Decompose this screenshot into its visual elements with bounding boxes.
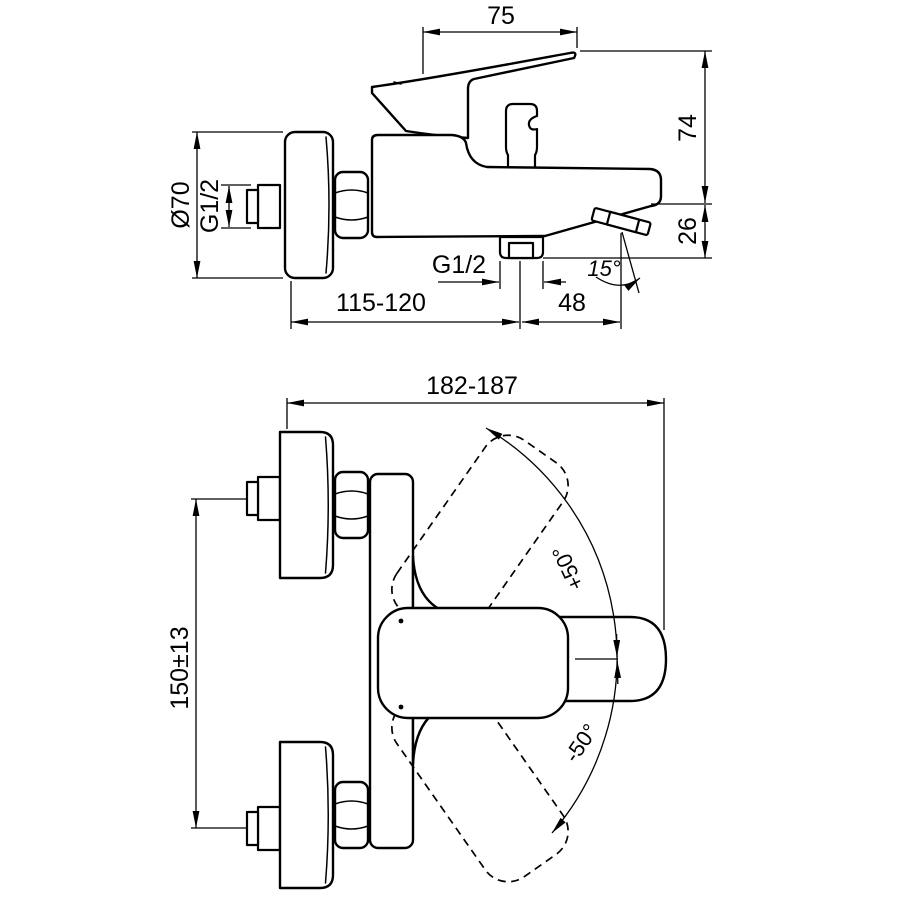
lever-top-mark — [393, 81, 402, 85]
dim-wall-thread: G1/2 — [196, 179, 251, 233]
dim-overall-depth: 182-187 — [286, 372, 665, 630]
side-view: 75 74 26 Ø70 G1/2 — [167, 2, 712, 329]
dim-75-label: 75 — [487, 2, 515, 30]
nut-facet-line — [334, 189, 369, 194]
wall-nipple-bottom — [256, 805, 282, 852]
shower-outlet-connector — [504, 102, 539, 171]
nut-facet-line — [334, 515, 369, 520]
grip-index-dot — [398, 618, 404, 624]
dim-15-label: 15° — [587, 256, 620, 281]
plan-view: 182-187 150±13 +50° -50° — [166, 372, 668, 890]
nut-facet-line — [334, 216, 369, 221]
dim-lever-length: 75 — [422, 2, 578, 74]
wall-nipple-top-end — [245, 480, 260, 517]
dim-outlet-thread-label: G1/2 — [432, 251, 486, 279]
wall-escutcheon-bottom — [278, 740, 335, 890]
wall-nipple-bottom-end — [245, 810, 260, 847]
wall-nipple — [256, 183, 282, 230]
nut-facet-line — [334, 825, 369, 830]
mounting-nut-bottom — [333, 780, 370, 850]
dim-plus50-label: +50° — [547, 542, 589, 594]
grip-index-dot — [398, 704, 404, 710]
mounting-nut-top — [333, 470, 370, 540]
handle-position-minus50 — [391, 676, 569, 883]
nut-facet-line — [334, 800, 369, 805]
dim-74-label: 74 — [674, 114, 702, 142]
spout-aerator — [590, 207, 652, 236]
dim-182-187-label: 182-187 — [426, 372, 518, 400]
escutcheon-face-line-bottom — [324, 746, 329, 884]
mounting-nut — [333, 170, 370, 240]
dim-flange-diameter: Ø70 — [167, 131, 283, 279]
dim-minus50-label: -50° — [559, 719, 603, 767]
dim-spout-height: 26 — [543, 205, 712, 259]
dim-150-label: 150±13 — [166, 626, 194, 709]
faucet-body — [370, 133, 663, 239]
escutcheon-face-line — [325, 136, 330, 274]
dim-outlet-thread: G1/2 — [432, 251, 566, 289]
outlet-union-inner — [507, 241, 535, 260]
dim-diameter-label: Ø70 — [167, 181, 195, 228]
wall-nipple-end — [245, 188, 260, 225]
handle-grip — [376, 606, 570, 720]
dim-wall-thread-label: G1/2 — [196, 179, 224, 233]
dim-spout-offset: 48 — [522, 233, 622, 329]
lever-handle — [370, 51, 577, 140]
dim-connection-spacing: 150±13 — [166, 498, 248, 829]
dim-115-120-label: 115-120 — [336, 289, 426, 317]
wall-escutcheon-top — [278, 430, 335, 580]
wall-nipple-top — [256, 475, 282, 522]
dim-upper-height: 74 — [580, 50, 712, 205]
dim-wall-distance: 115-120 — [290, 261, 521, 329]
dim-26-label: 26 — [674, 217, 702, 245]
nut-facet-line — [334, 490, 369, 495]
escutcheon-face-line-top — [324, 436, 329, 574]
dim-spout-angle: 15° — [587, 231, 641, 294]
wall-escutcheon — [283, 130, 335, 280]
dim-48-label: 48 — [558, 289, 586, 317]
